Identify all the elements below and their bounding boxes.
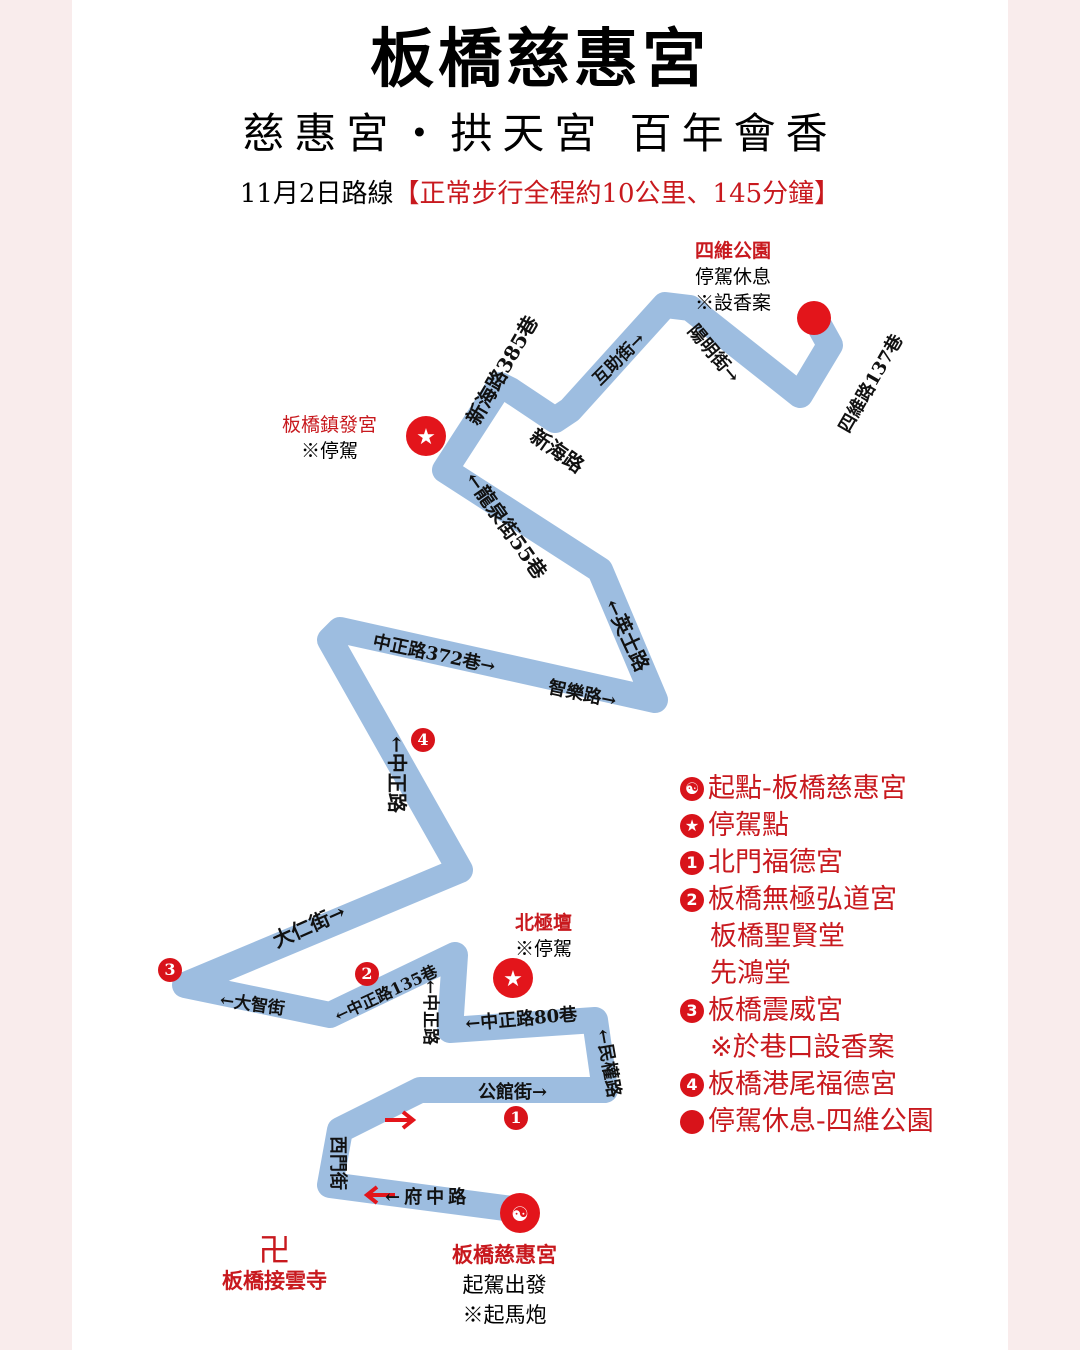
subtitle: 慈惠宮・拱天宮 百年會香 <box>242 109 838 158</box>
place-note: ※停駕 <box>301 440 359 462</box>
place-note: ※起馬炮 <box>462 1303 547 1327</box>
street-label: ←中正路 <box>384 736 409 813</box>
route-info: 11月2日路線【正常步行全程約10公里、145分鐘】 <box>0 173 1080 210</box>
legend-text: 板橋港尾福德宮 <box>708 1069 897 1100</box>
street-label: 西門街 <box>327 1136 348 1190</box>
route-date: 11月2日路線 <box>239 179 394 209</box>
place-beiji: 北極壇 ※停駕 <box>515 910 572 962</box>
street-label: 公館街→ <box>478 1082 548 1103</box>
marker-4-icon: 4 <box>680 1072 704 1097</box>
marker-2-icon: 2 <box>680 887 704 912</box>
marker-3: 3 <box>158 958 182 982</box>
place-siwei: 四維公園停駕休息 ※設香案 <box>695 238 771 316</box>
legend-text: 板橋聖賢堂 <box>710 921 845 952</box>
legend-text: 先鴻堂 <box>710 958 791 989</box>
place-note: 停駕休息 <box>695 266 772 288</box>
route-path <box>172 292 843 1223</box>
street-label: ←府中路 <box>385 1187 471 1208</box>
street-label: ←中正路 <box>420 979 441 1046</box>
marker-1: 1 <box>504 1106 528 1130</box>
legend-text: 板橋無極弘道宮 <box>708 884 897 915</box>
legend-item: ★停駕點 <box>680 807 934 844</box>
place-name: 板橋慈惠宮 <box>452 1242 557 1267</box>
place-name: 板橋鎮發宮 <box>282 414 378 436</box>
svg-text:☯: ☯ <box>511 1202 529 1226</box>
marker-4: 4 <box>411 728 435 752</box>
place-cihui: 板橋慈惠宮起駕出發 ※起馬炮 <box>452 1240 557 1330</box>
place-note: 起駕出發 <box>462 1273 547 1297</box>
marker-2: 2 <box>355 962 379 986</box>
yin-yang-icon: ☯ <box>680 776 704 801</box>
legend-text: 起點-板橋慈惠宮 <box>708 773 907 804</box>
beiji-star-icon: ★ <box>493 958 533 998</box>
svg-text:★: ★ <box>503 967 523 992</box>
place-note: ※停駕 <box>515 938 573 960</box>
legend-text: 北門福德宮 <box>708 847 843 878</box>
marker-3-icon: 3 <box>680 998 704 1023</box>
star-icon: ★ <box>680 813 704 838</box>
legend-item: 停駕休息-四維公園 <box>680 1103 934 1140</box>
legend-text: ※於巷口設香案 <box>710 1032 895 1063</box>
place-note: ※設香案 <box>695 292 772 314</box>
legend-item: ☯起點-板橋慈惠宮 <box>680 770 934 807</box>
legend-item: 板橋聖賢堂 <box>680 918 934 955</box>
siwei-park-dot <box>797 301 831 335</box>
red-dot-icon <box>680 1109 704 1134</box>
place-jieyun: 卍板橋接雲寺 <box>222 1232 327 1294</box>
legend-item: ※於巷口設香案 <box>680 1029 934 1066</box>
legend-text: 停駕休息-四維公園 <box>708 1106 934 1137</box>
legend-text: 停駕點 <box>708 810 789 841</box>
svg-text:★: ★ <box>416 425 436 450</box>
arrow-icon <box>385 1110 417 1130</box>
arrow-icon <box>363 1185 395 1205</box>
legend-item: 先鴻堂 <box>680 955 934 992</box>
place-name: 四維公園 <box>695 240 772 262</box>
swastika-icon: 卍 <box>258 1231 291 1269</box>
marker-1-icon: 1 <box>680 850 704 875</box>
page-title: 板橋慈惠宮 <box>370 23 710 97</box>
place-name: 北極壇 <box>515 912 573 934</box>
place-zhenfa: 板橋鎮發宮 ※停駕 <box>282 412 377 464</box>
place-name: 板橋接雲寺 <box>222 1268 327 1293</box>
zhenfa-star-icon: ★ <box>406 416 446 456</box>
yin-yang-icon: ☯ <box>500 1193 540 1233</box>
route-summary: 【正常步行全程約10公里、145分鐘】 <box>393 179 841 209</box>
legend-text: 板橋震威宮 <box>708 995 843 1026</box>
